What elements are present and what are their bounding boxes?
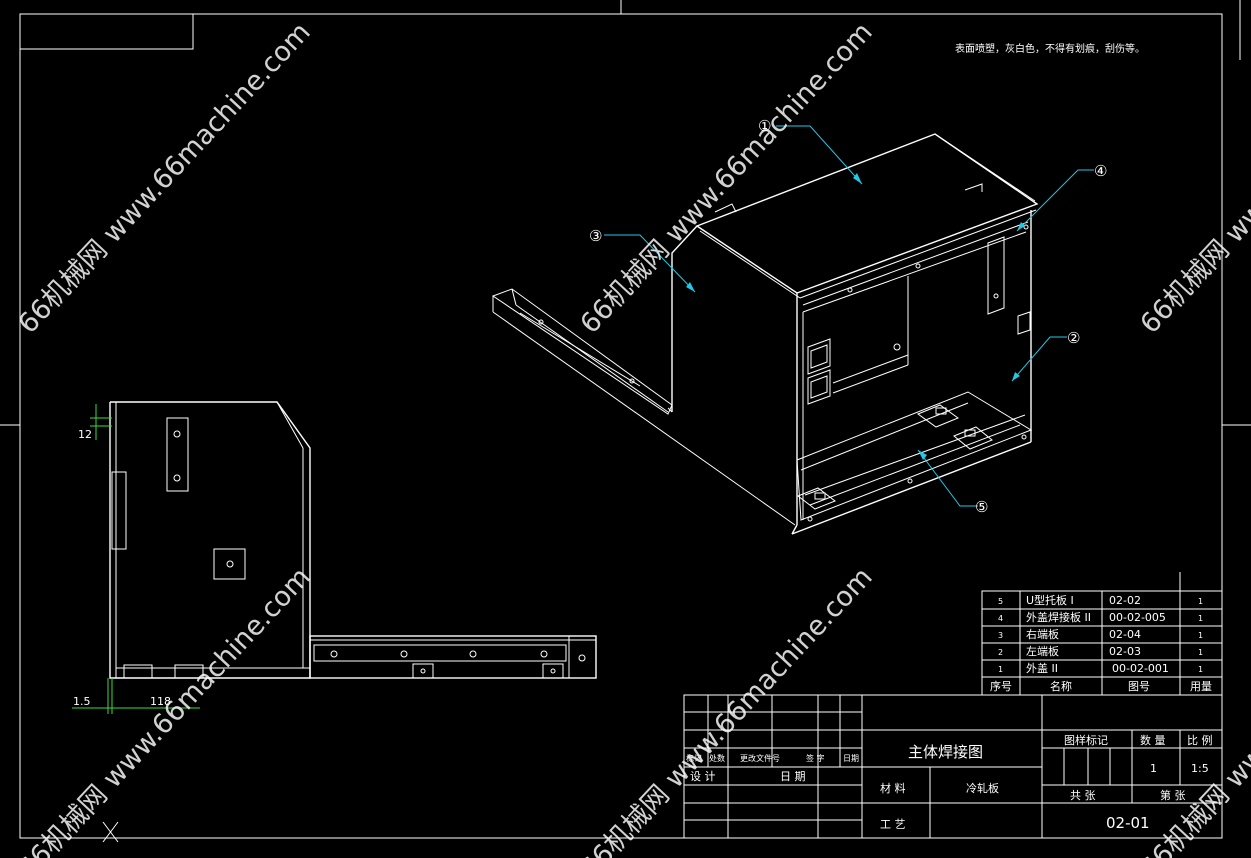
part-row-3-no: 3 [998,631,1003,640]
dimension-118: 118 [150,695,171,708]
design-label: 设 计 [690,770,716,783]
parts-list-text: 5 U型托板 I 02-02 1 4 外盖焊接板 II 00-02-005 1 … [990,593,1212,693]
part-row-4-name: 左端板 [1026,644,1059,658]
part-row-1-qty: 1 [1198,597,1203,606]
watermark: 66机械网 www.66machine.com [1134,17,1251,340]
title-block-text: 标记 处数 更改文件号 签 字 日期 设 计 日 期 主体焊接图 材 料 冷轧板… [686,733,1213,832]
mark-label: 图样标记 [1064,733,1108,747]
parts-header-code: 图号 [1128,680,1150,693]
part-row-3-code: 02-04 [1109,628,1141,641]
balloon-5: ⑤ [975,498,988,516]
part-row-1-code: 02-02 [1109,594,1141,607]
part-row-2-name: 外盖焊接板 II [1026,610,1091,624]
part-row-5-qty: 1 [1198,665,1203,674]
part-row-4-code: 02-03 [1109,645,1141,658]
parts-header-qty: 用量 [1190,680,1212,693]
balloon-1: ① [758,117,771,135]
rev-header-mark: 标记 [686,753,702,763]
part-row-2-code: 00-02-005 [1109,611,1166,624]
part-row-1-name: U型托板 I [1026,593,1074,607]
part-row-2-no: 4 [998,614,1003,623]
total-sheets-label: 共 张 [1070,789,1096,802]
balloon-3: ③ [589,227,602,245]
drawing-number: 02-01 [1106,814,1150,832]
part-row-4-qty: 1 [1198,648,1203,657]
watermark: 66机械网 www.66machine.com [574,562,878,858]
balloon-2: ② [1067,329,1080,347]
dimension-lines [72,404,200,714]
rev-header-sign: 签 字 [806,753,825,763]
watermark: 66机械网 www.66machine.com [12,562,316,858]
watermarks: 66机械网 www.66machine.com 66机械网 www.66mach… [12,17,1251,858]
side-view [109,401,597,679]
drawing-title: 主体焊接图 [908,743,983,761]
watermark: 66机械网 www.66machine.com [1134,562,1251,858]
parts-header-no: 序号 [990,679,1012,693]
rev-header-count: 处数 [709,753,725,763]
part-row-3-qty: 1 [1198,631,1203,640]
quantity-value: 1 [1150,762,1157,775]
part-row-5-code: 00-02-001 [1112,662,1169,675]
material-value: 冷轧板 [966,781,999,795]
balloon-4: ④ [1094,162,1107,180]
balloons: ① ④ ③ ② ⑤ [589,117,1107,516]
part-row-1-no: 5 [998,597,1003,606]
parts-header-name: 名称 [1050,679,1072,693]
balloon-leaders [604,125,1094,507]
part-row-4-no: 2 [998,648,1003,657]
part-row-2-qty: 1 [1198,614,1203,623]
rev-header-doc: 更改文件号 [740,753,780,763]
parts-list [981,572,1223,696]
rev-header-date: 日期 [843,754,859,763]
part-row-5-no: 1 [998,665,1003,674]
part-row-3-name: 右端板 [1026,627,1059,641]
dimension-12: 12 [78,428,92,441]
scale-value: 1:5 [1191,762,1209,775]
part-row-5-name: 外盖 II [1026,661,1058,675]
watermark: 66机械网 www.66machine.com [574,17,878,340]
watermark: 66机械网 www.66machine.com [12,17,316,340]
surface-note: 表面喷塑，灰白色，不得有划痕，刮伤等。 [955,42,1145,55]
title-block [683,694,1223,839]
sheet-label: 第 张 [1160,788,1186,802]
scale-label: 比 例 [1187,733,1213,747]
date-label: 日 期 [780,770,806,783]
isometric-view [491,133,1039,535]
process-label: 工 艺 [880,818,906,831]
material-label: 材 料 [880,781,906,795]
quantity-label: 数 量 [1140,734,1166,747]
dimension-1-5: 1.5 [73,695,91,708]
